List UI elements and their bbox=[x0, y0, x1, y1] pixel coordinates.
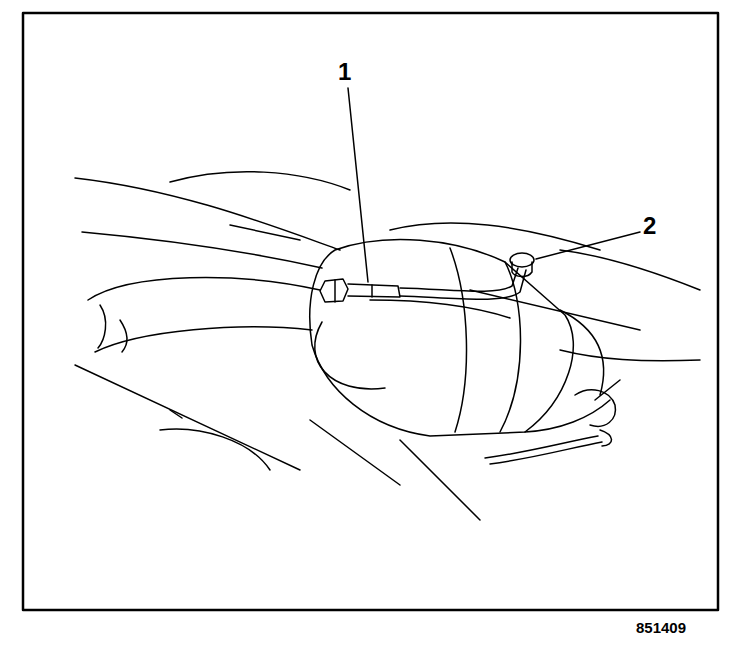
callout-number: 2 bbox=[643, 214, 656, 238]
figure-frame bbox=[23, 13, 718, 610]
leader-line bbox=[348, 88, 368, 282]
figure-number: 851409 bbox=[636, 620, 686, 635]
leader-line bbox=[536, 232, 640, 259]
callout-number: 1 bbox=[338, 60, 351, 84]
